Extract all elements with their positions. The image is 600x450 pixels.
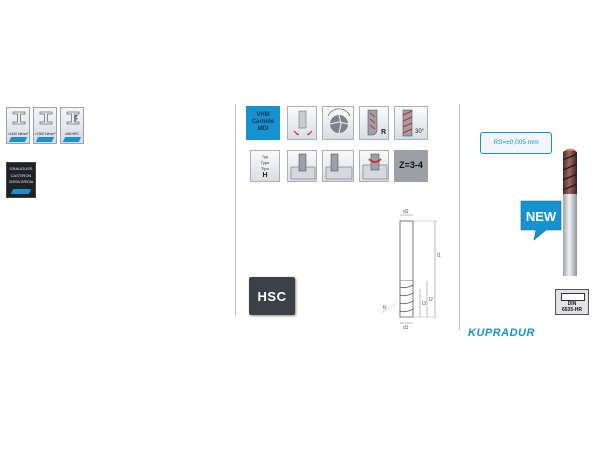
material-tile-label: ≤58 HRC	[64, 132, 80, 136]
material-tile-bar	[62, 137, 82, 142]
corner-radius-icon: R	[359, 106, 389, 140]
material-carbide-box: VHM Carbide MDI	[246, 106, 280, 140]
new-badge: NEW	[525, 209, 557, 224]
hsc-badge: HSC	[249, 277, 295, 315]
cast-iron-line: GRAUGUSS	[9, 166, 33, 171]
cast-iron-line: CASTIRON	[10, 173, 32, 178]
radius-marker: R	[381, 129, 387, 136]
side-milling-icon	[322, 150, 354, 182]
end-mill-product-image	[562, 149, 578, 276]
dim-label: d1	[403, 325, 409, 330]
type-line: Type	[260, 160, 270, 165]
flutes-value: Z=3-4	[399, 160, 423, 170]
material-tile-bar	[8, 137, 28, 142]
carbide-line: MDI	[257, 126, 269, 132]
steel-beam-icon	[12, 111, 26, 125]
milling-direction-icon	[287, 106, 317, 140]
dim-label: l3	[422, 301, 426, 307]
steel-beam-icon	[39, 111, 53, 125]
type-line: Tipo	[261, 166, 269, 171]
material-tile-label: >1300 N/mm²	[34, 132, 56, 136]
hardened-steel-beam-icon	[66, 111, 80, 125]
hsc-badge-text: HSC	[257, 289, 287, 304]
cast-iron-bar	[10, 189, 32, 194]
column-divider	[459, 104, 460, 330]
tolerance-text: RS=±0,005 mm	[493, 139, 539, 146]
type-line: H	[262, 172, 268, 179]
din-badge: DIN 6535-HR	[555, 289, 589, 315]
carbide-line: VHM	[256, 112, 270, 118]
dim-label: l2	[429, 297, 433, 303]
helix-angle-value: 30°	[415, 129, 425, 135]
cast-iron-block: GRAUGUSS CASTIRON GHISA GRIGIA	[6, 162, 36, 198]
new-badge-shape	[520, 200, 562, 241]
helix-angle-icon: 30°	[394, 106, 428, 140]
tolerance-box: RS=±0,005 mm	[480, 132, 552, 154]
tool-type-box: Typ Type Tipo H	[250, 150, 280, 182]
din-line: DIN	[567, 301, 577, 307]
material-tile-steel-1300: >1300 N/mm²	[33, 107, 57, 144]
type-line: Typ	[261, 154, 269, 159]
material-tile-hardened: ≤58 HRC	[60, 107, 84, 144]
material-tile-steel-1100: <1100 N/mm²	[6, 107, 30, 144]
end-mill-drawing: d2 l1 l2 l3 d1 R	[380, 209, 441, 330]
slot-milling-icon	[287, 150, 317, 182]
column-divider	[235, 104, 236, 316]
cast-iron-line: GHISA GRIGIA	[8, 180, 34, 184]
dim-label: R	[383, 305, 387, 311]
plunge-milling-icon	[359, 150, 389, 182]
dim-label: d2	[403, 209, 409, 215]
material-tile-label: <1100 N/mm²	[7, 132, 29, 136]
dim-label: l1	[437, 253, 441, 259]
din-line: 6535-HR	[561, 307, 582, 313]
brand-logo-text: KUPRADUR	[468, 327, 535, 339]
carbide-line: Carbide	[251, 119, 275, 125]
din-shank-icon	[561, 293, 585, 301]
material-tile-bar	[35, 137, 55, 142]
flutes-box: Z=3-4	[394, 150, 428, 182]
end-view-cutter-icon	[322, 106, 354, 140]
